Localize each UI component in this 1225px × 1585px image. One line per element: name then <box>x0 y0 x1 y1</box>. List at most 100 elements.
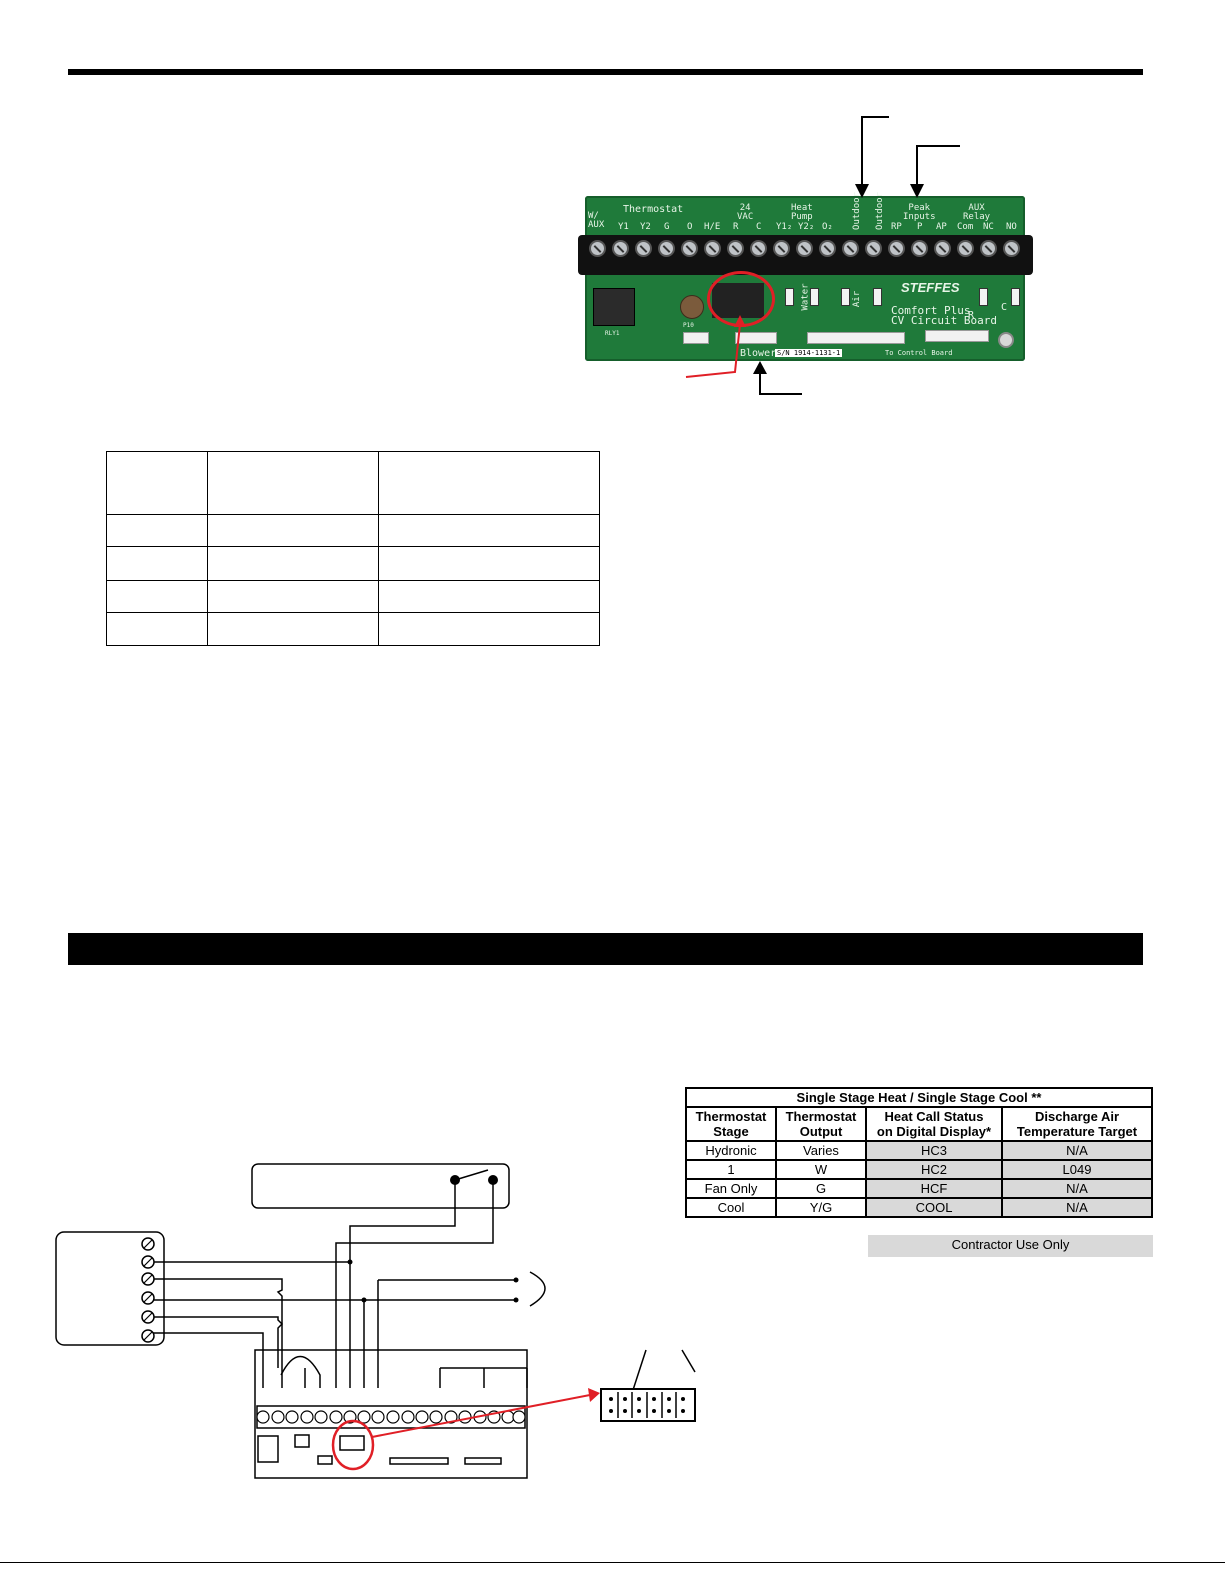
terminal-label: O <box>687 222 693 232</box>
table-cell: N/A <box>1001 1197 1153 1218</box>
board-name-line1: Comfort Plus <box>891 304 971 317</box>
jumper-pins <box>609 1392 685 1418</box>
terminal-screw <box>796 240 813 257</box>
terminal-screw <box>1003 240 1020 257</box>
thermostat-block <box>55 1231 165 1346</box>
table-row: Cool Y/G COOL N/A <box>685 1197 1153 1218</box>
table-cell: Y/G <box>775 1197 867 1218</box>
terminal-label: C <box>756 222 762 232</box>
relay-component <box>593 288 635 326</box>
grid-cell <box>207 580 379 613</box>
blower-label: Blower <box>740 348 777 359</box>
grid-cell <box>106 612 208 646</box>
table-cell: N/A <box>1001 1178 1153 1199</box>
section-header-bar <box>68 933 1143 965</box>
grid-cell <box>106 514 208 547</box>
settings-grid-table <box>106 451 600 646</box>
terminal-screw <box>934 240 951 257</box>
terminal-screw <box>865 240 882 257</box>
grid-cell <box>378 451 600 515</box>
table-cell: 1 <box>685 1159 777 1180</box>
jumper-p2 <box>841 288 850 306</box>
grid-cell <box>207 514 379 547</box>
jumper-p9 <box>1011 288 1020 306</box>
terminal-strip <box>578 235 1033 275</box>
wiring-diagram <box>55 1163 696 1479</box>
connector-p6 <box>807 332 905 344</box>
jumper-p3 <box>810 288 819 306</box>
table-cell: W <box>775 1159 867 1180</box>
heat-cool-mode-table: Single Stage Heat / Single Stage Cool **… <box>685 1087 1153 1218</box>
grid-cell <box>378 546 600 581</box>
column-header: Thermostat Output <box>775 1106 867 1142</box>
table-row: Fan Only G HCF N/A <box>685 1178 1153 1199</box>
terminal-label: O₂ <box>822 222 833 232</box>
r-label: R <box>968 310 975 321</box>
serial-label: S/N 1914-1131-1 <box>775 349 843 357</box>
to-control-board-label: To Control Board <box>885 349 953 357</box>
peak-inputs-group-label: Peak Inputs <box>903 203 936 222</box>
control-board-outline <box>254 1349 528 1479</box>
terminal-label: Y2 <box>640 222 651 232</box>
terminal-screw <box>957 240 974 257</box>
p10-label: P10 <box>683 322 694 329</box>
table-cell: HCF <box>865 1178 1003 1199</box>
peak-control-box <box>251 1163 510 1209</box>
terminal-screw <box>704 240 721 257</box>
table-cell: N/A <box>1001 1140 1153 1161</box>
table-cell: Hydronic <box>685 1140 777 1161</box>
column-header: Thermostat Stage <box>685 1106 777 1142</box>
top-rule <box>68 69 1143 75</box>
mounting-hole <box>998 332 1014 348</box>
grid-cell <box>378 580 600 613</box>
contractor-use-only-note: Contractor Use Only <box>868 1235 1153 1257</box>
outdoor-callout-arrow <box>855 116 889 198</box>
column-header: Heat Call Status on Digital Display* <box>865 1106 1003 1142</box>
terminal-screw <box>911 240 928 257</box>
jumper-p4 <box>785 288 794 306</box>
grid-cell <box>378 514 600 547</box>
jumper-p8 <box>979 288 988 306</box>
grid-cell <box>207 451 379 515</box>
connector-p10 <box>683 332 709 344</box>
terminal-screw <box>635 240 652 257</box>
table-cell: Cool <box>685 1197 777 1218</box>
terminal-label: NO <box>1006 222 1017 232</box>
grid-cell <box>378 612 600 646</box>
table-cell: HC2 <box>865 1159 1003 1180</box>
grid-cell <box>106 580 208 613</box>
table-cell: Fan Only <box>685 1178 777 1199</box>
terminal-screw <box>773 240 790 257</box>
blower-connector-callout-arrow <box>753 361 802 395</box>
table-row: Hydronic Varies HC3 N/A <box>685 1140 1153 1161</box>
terminal-label: RP <box>891 222 902 232</box>
peak-inputs-callout-arrow <box>910 145 960 198</box>
terminal-screw <box>658 240 675 257</box>
blower-jumper-red-callout <box>685 315 746 378</box>
vac-group-label: 24 VAC <box>737 203 754 222</box>
grid-cell <box>106 546 208 581</box>
table-cell: HC3 <box>865 1140 1003 1161</box>
table-cell: L049 <box>1001 1159 1153 1180</box>
table-row: 1 W HC2 L049 <box>685 1159 1153 1180</box>
bottom-rule <box>0 1562 1225 1563</box>
terminal-screw <box>819 240 836 257</box>
rly-label: RLY1 <box>605 330 620 337</box>
heat-pump-group-label: Heat Pump <box>791 203 813 222</box>
grid-cell <box>106 451 208 515</box>
terminal-screw <box>842 240 859 257</box>
terminal-label: H/E <box>704 222 721 232</box>
terminal-label: R <box>733 222 739 232</box>
mode-table-title: Single Stage Heat / Single Stage Cool ** <box>685 1087 1153 1108</box>
terminal-label: W/ AUX <box>588 211 605 230</box>
terminal-label: Y2₂ <box>798 222 815 232</box>
terminal-screw <box>888 240 905 257</box>
terminal-screw <box>681 240 698 257</box>
terminal-screw <box>980 240 997 257</box>
terminal-label: Y1 <box>618 222 629 232</box>
terminal-screw <box>612 240 629 257</box>
table-cell: G <box>775 1178 867 1199</box>
terminal-label: AP <box>936 222 947 232</box>
grid-cell <box>207 546 379 581</box>
